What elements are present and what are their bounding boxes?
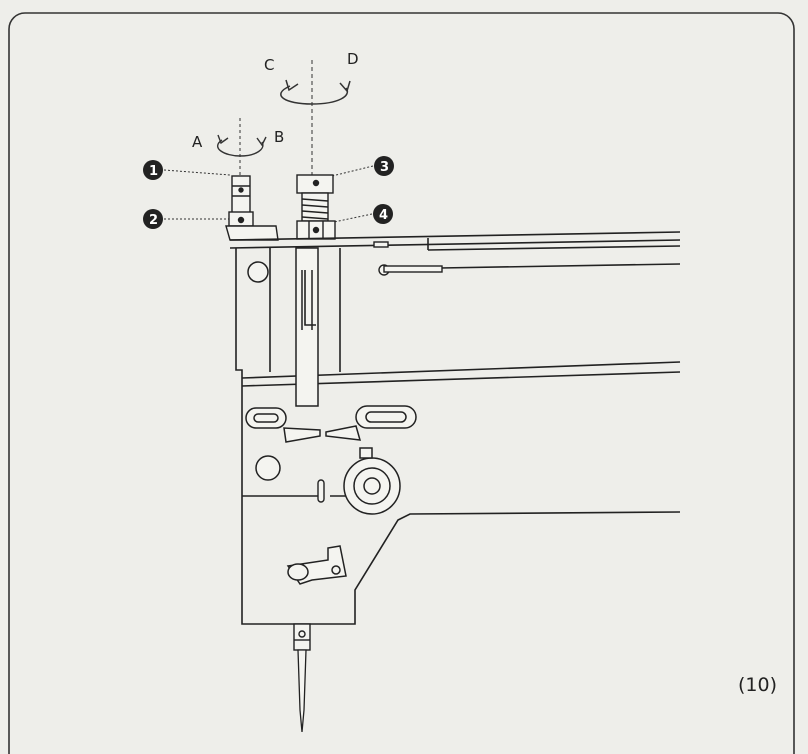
- label-d: D: [347, 50, 359, 68]
- small-adjusting-screw: [228, 175, 254, 227]
- upper-access-hole: [247, 261, 269, 283]
- rotation-arrow-cd: [280, 60, 351, 175]
- needle: [297, 649, 307, 733]
- arm-rod: [373, 241, 443, 276]
- rotation-arrow-ab: [216, 118, 267, 178]
- svg-text:1: 1: [149, 164, 158, 179]
- presser-rod: [304, 270, 316, 326]
- label-c: C: [264, 56, 274, 74]
- left-slot-bracket: [245, 407, 321, 443]
- svg-text:2: 2: [149, 213, 158, 228]
- frame-border: [8, 12, 795, 754]
- label-a: A: [192, 133, 203, 151]
- lower-access-hole: [255, 455, 281, 481]
- svg-text:4: 4: [379, 208, 388, 223]
- needle-bar: [295, 247, 319, 407]
- machine-head-body: [229, 231, 681, 625]
- callout-3: 3: [331, 156, 394, 177]
- callout-1: 1: [143, 160, 231, 180]
- mounting-bracket: [225, 225, 279, 241]
- label-b: B: [274, 128, 284, 146]
- vertical-slot: [317, 479, 325, 503]
- callout-4: 4: [333, 204, 393, 224]
- callout-2: 2: [143, 209, 230, 229]
- tension-knob: [343, 447, 401, 515]
- needle-clamp: [293, 623, 311, 651]
- figure-number: (10): [738, 674, 777, 696]
- thread-guide: [286, 545, 347, 585]
- right-slot-bracket: [325, 405, 417, 441]
- large-adjusting-screw: [296, 174, 336, 240]
- svg-text:3: 3: [380, 160, 389, 175]
